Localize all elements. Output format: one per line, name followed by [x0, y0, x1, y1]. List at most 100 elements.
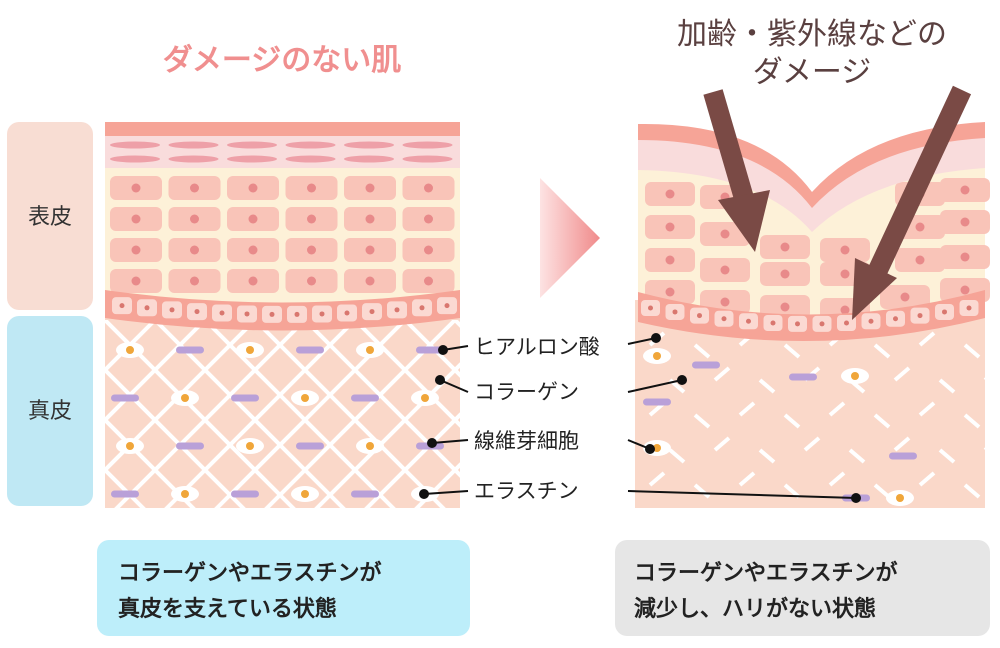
broken-collagen-fiber — [918, 331, 936, 347]
fibroblast-nucleus — [896, 494, 904, 502]
caption-left-line2: 真皮を支えている状態 — [118, 596, 337, 622]
broken-collagen-fiber — [983, 377, 985, 380]
basal-nucleus — [119, 303, 125, 309]
caption-left-box — [97, 540, 470, 636]
label-elastin: エラスチン — [474, 479, 579, 503]
basal-nucleus — [169, 307, 175, 313]
basal-cells — [112, 297, 457, 323]
basal-nucleus — [844, 320, 849, 326]
cell-nucleus — [365, 214, 375, 224]
damage-arrow-left-icon — [703, 89, 770, 252]
granular-cell — [402, 155, 453, 163]
cell-nucleus — [780, 302, 790, 312]
cell-nucleus — [248, 214, 258, 224]
elastin-fiber — [231, 394, 259, 402]
cell-nucleus — [960, 185, 970, 195]
elastin-fiber — [296, 442, 324, 450]
caption-right-box — [615, 540, 990, 636]
basal-nucleus — [444, 303, 450, 309]
fibroblast-nucleus — [421, 394, 429, 402]
cell-nucleus — [720, 297, 730, 307]
cell-nucleus — [915, 222, 925, 232]
collagen-fiber — [105, 320, 207, 423]
granular-cell — [402, 141, 453, 149]
collagen-fiber — [364, 412, 460, 508]
basal-nucleus — [194, 309, 200, 315]
elastin-fiber — [111, 394, 139, 402]
cell-nucleus — [190, 276, 199, 286]
cell-nucleus — [248, 276, 258, 286]
granular-cell — [227, 141, 277, 149]
broken-collagen-fiber — [893, 366, 911, 382]
basal-nucleus — [942, 309, 947, 315]
granular-cell — [285, 141, 336, 149]
fibroblast-nucleus — [653, 352, 661, 360]
fibroblast-nucleus — [366, 346, 374, 354]
cell-nucleus — [131, 214, 141, 224]
broken-collagen-fiber — [873, 343, 891, 359]
elastin-fiber — [351, 394, 379, 402]
component-labels — [419, 333, 861, 503]
cell-nucleus — [665, 189, 675, 199]
basal-nucleus — [648, 305, 653, 311]
basal-nucleus — [319, 311, 325, 317]
basal-nucleus — [344, 310, 350, 316]
cell-nucleus — [424, 183, 433, 193]
collagen-fiber — [0, 320, 5, 520]
label-fibroblast: 線維芽細胞 — [474, 429, 579, 453]
basal-cells-damaged — [641, 300, 979, 332]
cell-nucleus — [665, 287, 675, 297]
basal-nucleus — [721, 316, 727, 322]
fibroblast-nucleus — [366, 442, 374, 450]
granular-cell — [110, 155, 160, 163]
granular-cell — [344, 141, 394, 149]
broken-collagen-fiber — [738, 401, 756, 417]
broken-collagen-fiber — [963, 483, 981, 499]
cell-nucleus — [780, 269, 790, 279]
broken-collagen-fiber — [963, 413, 981, 429]
broken-collagen-fiber — [873, 413, 891, 429]
broken-collagen-fiber — [713, 366, 731, 382]
broken-collagen-fiber — [758, 378, 776, 394]
granular-cell — [227, 155, 277, 163]
cell-nucleus — [248, 245, 258, 255]
cell-nucleus — [190, 183, 199, 193]
caption-right-line1: コラーゲンやエラスチンが — [634, 560, 898, 586]
cell-nucleus — [720, 229, 730, 239]
granular-layer — [105, 134, 460, 168]
collagen-fiber — [114, 320, 307, 508]
left-panel-title: ダメージのない肌 — [163, 43, 402, 78]
label-collagen: コラーゲン — [474, 380, 579, 404]
basal-layer — [105, 290, 460, 331]
broken-collagen-fiber — [938, 378, 956, 394]
granular-cell — [110, 141, 160, 149]
transition-arrow-icon — [540, 178, 600, 298]
caption-left-line1: コラーゲンやエラスチンが — [118, 560, 382, 586]
fibroblast-nucleus — [301, 394, 309, 402]
cell-nucleus — [365, 245, 375, 255]
basal-nucleus — [369, 309, 375, 315]
elastin-fiber — [643, 398, 671, 406]
basal-nucleus — [144, 305, 150, 311]
cell-nucleus — [131, 276, 141, 286]
elastin-fiber — [789, 373, 817, 381]
collagen-fiber — [0, 320, 5, 520]
basal-nucleus — [917, 313, 923, 319]
cell-nucleus — [307, 183, 316, 193]
granular-cell — [168, 155, 219, 163]
basal-nucleus — [419, 305, 425, 311]
basal-nucleus — [244, 311, 250, 317]
broken-collagen-fiber — [693, 483, 711, 499]
elastin-fiber — [111, 490, 139, 498]
basal-nucleus — [269, 311, 275, 317]
broken-collagen-fiber — [803, 436, 821, 452]
broken-collagen-fiber — [693, 413, 711, 429]
spinous-layer — [105, 165, 460, 305]
cell-nucleus — [424, 214, 433, 224]
basal-nucleus — [697, 313, 702, 319]
epidermis-label-box — [7, 122, 93, 310]
broken-collagen-fiber — [848, 448, 866, 464]
basal-nucleus — [868, 318, 874, 324]
elastin-fiber — [176, 442, 204, 450]
elastin-fiber — [296, 346, 324, 354]
